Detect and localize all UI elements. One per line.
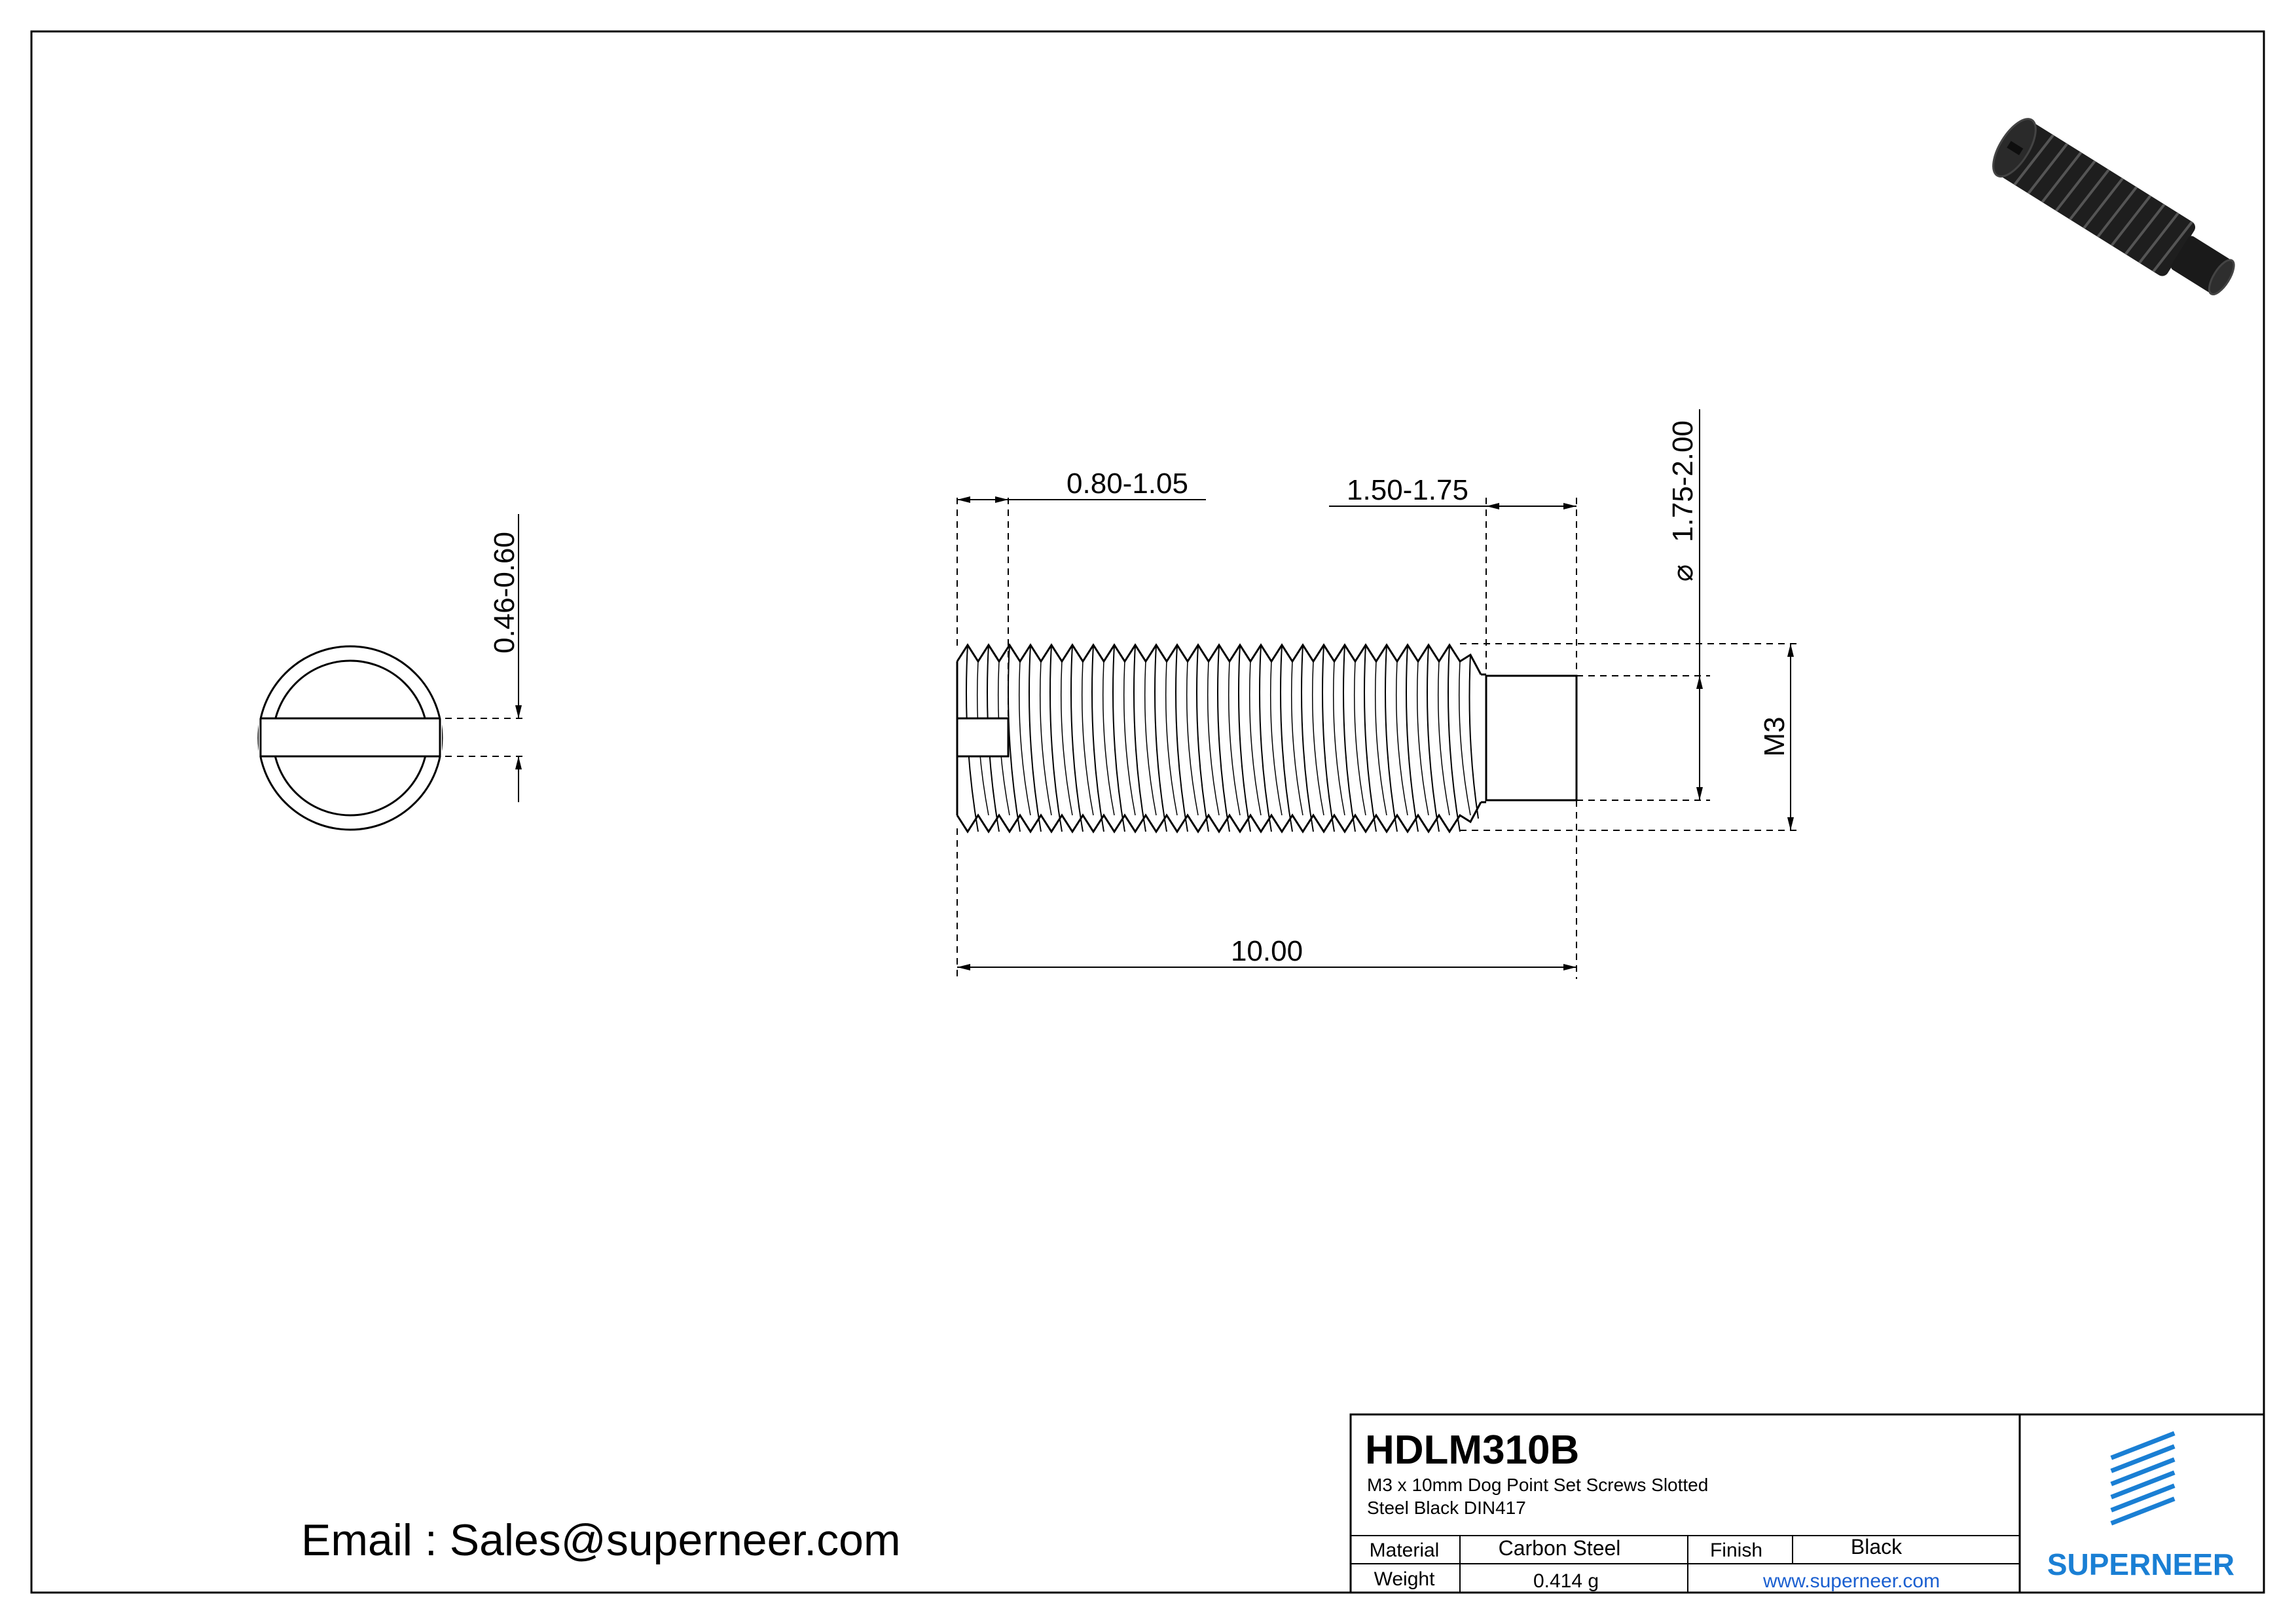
slot-width-label: 0.46-0.60	[488, 532, 520, 654]
slot-depth-label: 0.80-1.05	[1066, 468, 1188, 500]
part-number: HDLM310B	[1365, 1428, 1579, 1473]
weight-label: Weight	[1374, 1568, 1435, 1590]
point-length-label: 1.50-1.75	[1347, 474, 1468, 506]
diameter-symbol: ⌀	[1667, 564, 1699, 582]
description-line-1: M3 x 10mm Dog Point Set Screws Slotted	[1367, 1475, 1708, 1495]
brand-name: SUPERNEER	[2047, 1547, 2234, 1581]
total-length-label: 10.00	[1231, 935, 1303, 967]
material-value: Carbon Steel	[1499, 1536, 1621, 1560]
sheet-border	[30, 30, 2265, 1594]
website-link[interactable]: www.superneer.com	[1762, 1570, 1940, 1592]
slot-width-dimension	[445, 514, 527, 802]
thread-helix-lines	[966, 644, 1479, 832]
end-view	[257, 645, 443, 831]
email-text: Email : Sales@superneer.com	[301, 1515, 901, 1565]
point-diameter-label: 1.75-2.00	[1667, 420, 1699, 542]
extension-lines	[957, 498, 1800, 979]
weight-value: 0.414 g	[1533, 1570, 1599, 1592]
title-block	[1349, 1413, 2265, 1594]
description-line-2: Steel Black DIN417	[1367, 1498, 1526, 1518]
brand-logo-icon	[2110, 1431, 2176, 1526]
material-label: Material	[1370, 1540, 1440, 1561]
screw-3d-view	[1992, 118, 2235, 295]
thread-label: M3	[1758, 716, 1791, 756]
finish-label: Finish	[1710, 1540, 1762, 1561]
finish-value: Black	[1851, 1535, 1903, 1559]
